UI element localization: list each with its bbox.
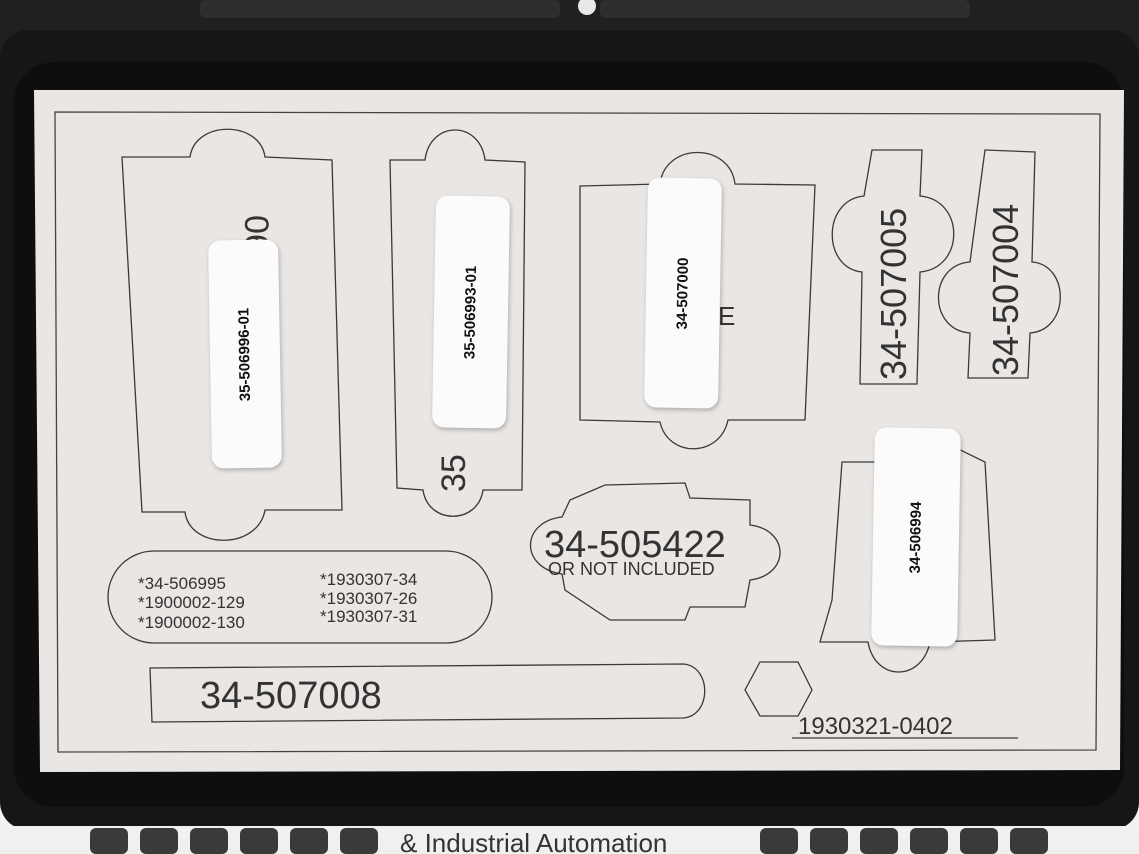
cutout-3-outline [579,152,816,450]
cutout-2-outline [389,129,526,517]
cutout-3-partial-label: E [718,301,735,331]
case-hinges [90,828,1048,854]
sticker-2-text: 35-506993-01 [461,265,481,359]
sticker-2: 35-506993-01 [431,195,511,429]
hex-outline [744,661,813,717]
cutout-6-sublabel: OR NOT INCLUDED [548,559,715,579]
case-latch-right [600,0,970,18]
long-slot-label: 34-507008 [200,675,382,717]
below-case-text: & Industrial Automation [400,828,667,854]
parts-list-right-3: *1930307-31 [320,607,417,626]
sticker-1-text: 35-506996-01 [235,307,255,401]
cutout-4-outline [831,149,955,385]
parts-list-oval [107,550,493,644]
case-latch-left [200,0,560,18]
sticker-4: 34-506994 [871,427,961,647]
parts-list-right-1: *1930307-34 [320,570,417,589]
parts-list-left-2: *1900002-129 [138,593,245,612]
paper-sheet [34,90,1124,772]
sticker-1: 35-506996-01 [208,239,282,469]
cutout-6-outline [529,482,781,621]
parts-list-left-3: *1900002-130 [138,613,245,632]
cutout-5-label: 34-507004 [985,204,1026,376]
cutout-5-outline [938,149,1061,379]
paper-border [54,111,1101,753]
case-screw-hole [578,0,596,15]
cutout-1-outline [121,128,343,541]
below-case-area [0,826,1139,854]
sticker-3: 34-507000 [643,177,723,409]
cutout-7-outline [819,439,996,673]
cutout-6-label: 34-505422 [544,524,726,566]
sticker-3-text: 34-507000 [673,256,693,330]
sticker-4-text: 34-506994 [906,500,926,574]
cutout-4-label: 34-507005 [873,208,914,380]
cutout-2-partial-label: 35 [435,454,473,492]
cutout-outlines [107,128,1061,723]
drawing-number: 1930321-0402 [798,713,953,740]
parts-list-right-2: *1930307-26 [320,589,417,608]
parts-list-left-1: *34-506995 [138,574,226,593]
long-slot-outline [149,663,706,723]
